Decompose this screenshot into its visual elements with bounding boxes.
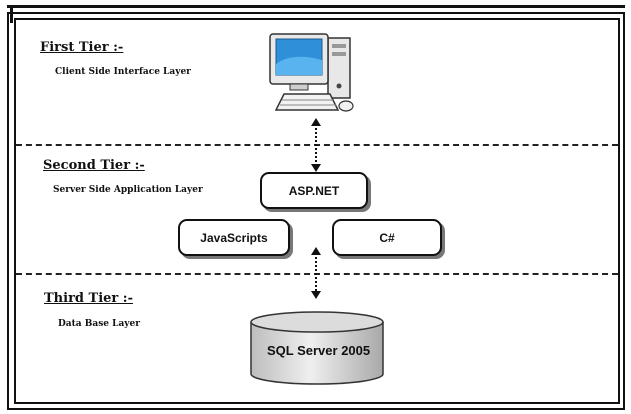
desktop-computer-icon: [269, 33, 354, 112]
diagram-frame: [7, 12, 625, 410]
first-tier-title: First Tier :-: [40, 40, 124, 55]
connector-server-database: [311, 247, 321, 299]
first-tier-subtitle: Client Side Interface Layer: [55, 67, 191, 77]
third-tier-title: Third Tier :-: [44, 291, 133, 306]
diagram-inner-frame: [14, 18, 620, 404]
database-label: SQL Server 2005: [267, 343, 371, 358]
aspnet-box: ASP.NET: [260, 172, 368, 209]
third-tier-subtitle: Data Base Layer: [58, 319, 140, 329]
javascripts-box: JavaScripts: [178, 219, 290, 256]
csharp-box: C#: [332, 219, 442, 256]
connector-client-server: [311, 118, 321, 172]
frame-corner-tick: [10, 5, 13, 23]
second-tier-subtitle: Server Side Application Layer: [53, 185, 203, 195]
frame-top-rule: [7, 5, 625, 8]
database-cylinder-icon: [250, 311, 384, 385]
second-tier-title: Second Tier :-: [43, 158, 145, 173]
